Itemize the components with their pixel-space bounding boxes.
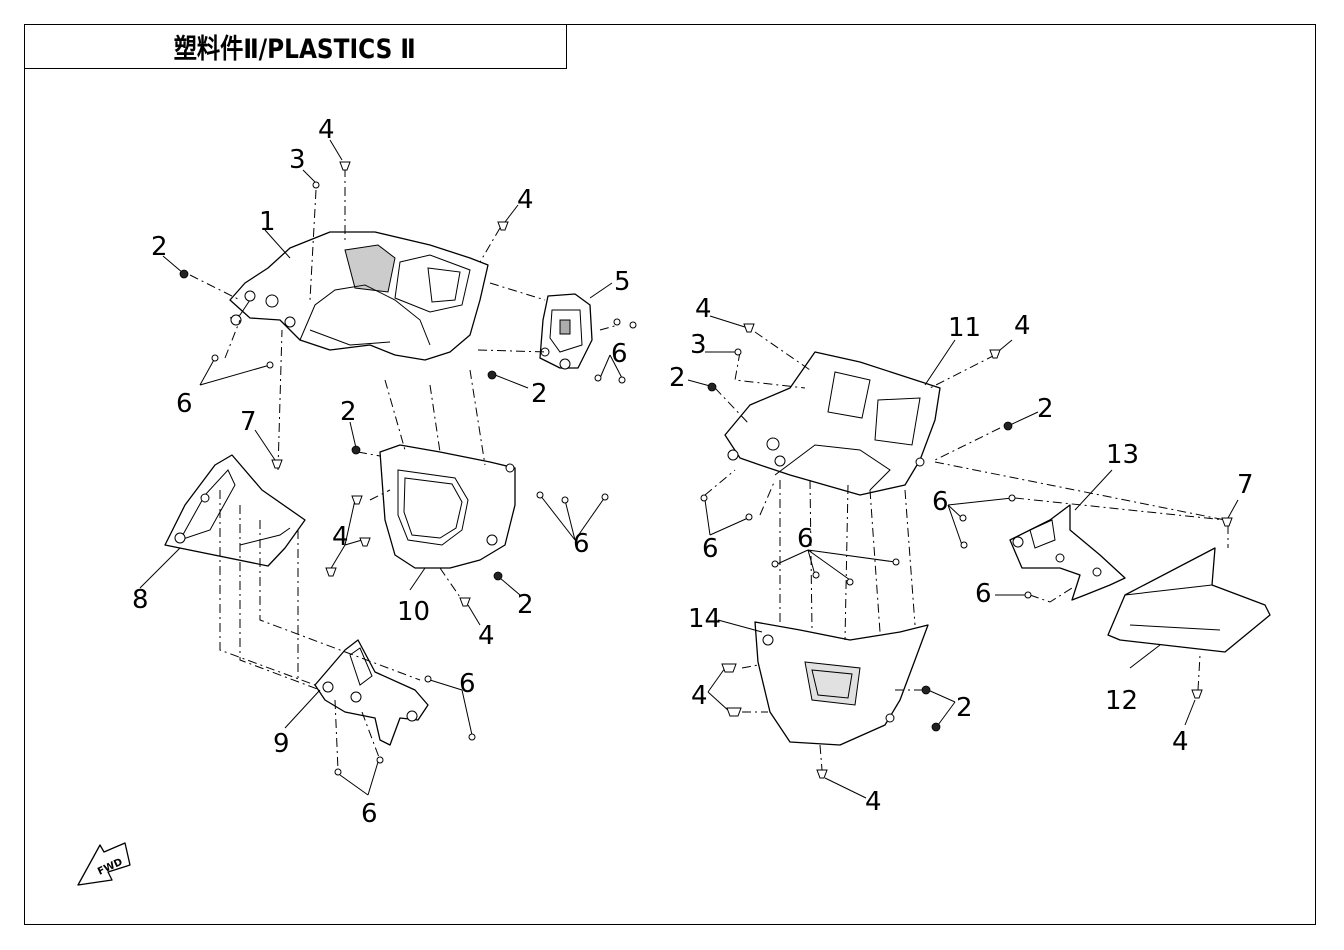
callout-8: 8 <box>132 585 149 615</box>
callout-6d: 6 <box>459 669 476 699</box>
part-14-lower-cover <box>754 621 929 746</box>
callout-4a: 4 <box>318 115 335 145</box>
callout-10: 10 <box>397 597 430 627</box>
callout-2g: 2 <box>956 693 973 723</box>
fwd-arrow-icon: FWD <box>77 842 131 886</box>
part-10-side-cover <box>379 444 516 569</box>
callout-11: 11 <box>948 313 981 343</box>
callout-14: 14 <box>688 604 721 634</box>
callout-7a: 7 <box>240 407 257 437</box>
part-5-bracket <box>539 293 593 370</box>
callout-1: 1 <box>259 207 276 237</box>
callout-6f: 6 <box>932 487 949 517</box>
callout-5: 5 <box>614 267 631 297</box>
callout-4b: 4 <box>517 185 534 215</box>
callout-6c: 6 <box>573 529 590 559</box>
right-leaders <box>687 315 1239 799</box>
right-fasteners <box>700 323 1233 779</box>
callout-4i: 4 <box>865 787 882 817</box>
callout-13: 13 <box>1106 440 1139 470</box>
part-13-bracket <box>1009 504 1126 601</box>
callout-2a: 2 <box>151 232 168 262</box>
callout-2b: 2 <box>531 379 548 409</box>
callout-4f: 4 <box>1014 311 1031 341</box>
title-block: 塑料件Ⅱ/PLASTICS Ⅱ <box>24 24 567 69</box>
callout-4d: 4 <box>478 621 495 651</box>
callout-9: 9 <box>273 729 290 759</box>
part-1-upper-cover <box>229 231 489 361</box>
callout-labels: 1 2 3 4 4 5 6 2 6 2 7 6 4 8 10 2 4 6 9 6… <box>132 115 1254 829</box>
callout-6b: 6 <box>176 389 193 419</box>
callout-3a: 3 <box>289 145 306 175</box>
part-9-lower-bracket <box>314 639 429 746</box>
callout-4h: 4 <box>1172 727 1189 757</box>
callout-2e: 2 <box>669 363 686 393</box>
callout-4e: 4 <box>695 294 712 324</box>
callout-12: 12 <box>1105 686 1138 716</box>
callout-3b: 3 <box>690 330 707 360</box>
callout-2f: 2 <box>1037 394 1054 424</box>
callout-6h: 6 <box>797 524 814 554</box>
left-fasteners <box>179 161 637 776</box>
part-8-left-fender <box>164 454 306 567</box>
callout-2c: 2 <box>340 397 357 427</box>
callout-4g: 4 <box>691 681 708 711</box>
part-12-right-panel <box>1107 547 1271 653</box>
page-title: 塑料件Ⅱ/PLASTICS Ⅱ <box>173 33 416 65</box>
left-leaders <box>139 139 623 796</box>
callout-6i: 6 <box>975 579 992 609</box>
callout-2d: 2 <box>517 590 534 620</box>
callout-6e: 6 <box>361 799 378 829</box>
callout-6a: 6 <box>611 339 628 369</box>
callout-4c: 4 <box>332 522 349 552</box>
part-11-upper-cover <box>724 351 941 496</box>
callout-6g: 6 <box>702 534 719 564</box>
callout-7b: 7 <box>1237 470 1254 500</box>
